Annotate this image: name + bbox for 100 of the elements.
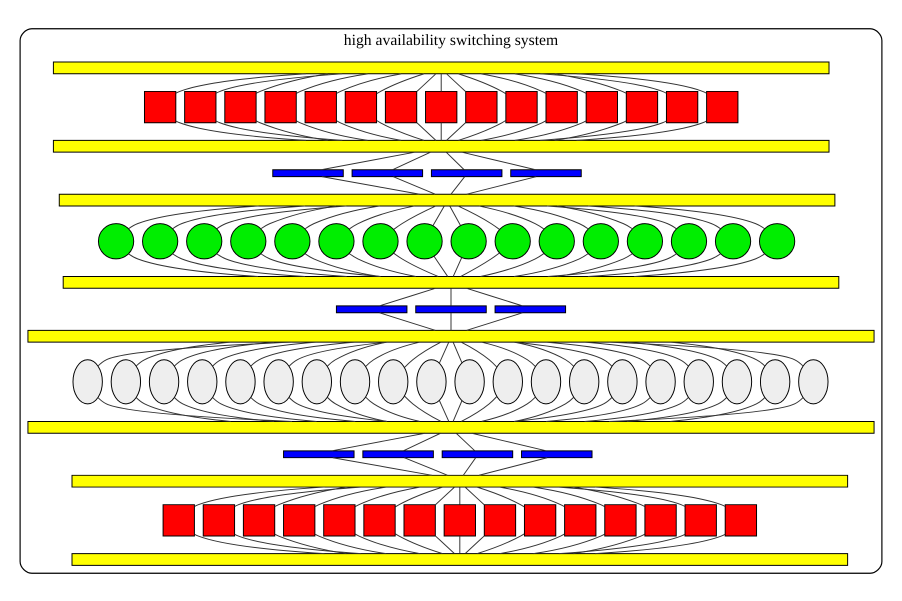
connector (458, 205, 500, 230)
node-box (224, 90, 257, 123)
connector (250, 396, 356, 422)
node-bar (52, 61, 830, 74)
node-ellipse (645, 358, 676, 404)
connector (216, 72, 343, 94)
connector (296, 120, 368, 140)
connector (296, 72, 368, 94)
node-ellipse (225, 358, 256, 404)
node-bar (62, 276, 840, 288)
node-ellipse (302, 358, 332, 404)
node-box (484, 504, 516, 536)
connector (216, 120, 343, 140)
node-ellipse (607, 358, 638, 404)
connector (194, 486, 325, 506)
node-ellipse (569, 358, 600, 404)
connector (546, 205, 677, 229)
node-bar (336, 304, 408, 313)
connector (434, 255, 448, 276)
connector (440, 122, 442, 140)
connector (288, 396, 388, 422)
connector (128, 252, 258, 276)
node-bar (442, 450, 514, 458)
connector (449, 205, 461, 226)
node-box (144, 90, 176, 123)
node-bar (430, 168, 502, 177)
node-bar (72, 474, 848, 488)
connector (331, 432, 426, 451)
connector (395, 532, 443, 554)
connector (349, 252, 416, 276)
node-box (724, 504, 758, 536)
connector (452, 341, 462, 363)
node-box (586, 90, 618, 123)
node-circle (186, 222, 222, 259)
connector (634, 205, 766, 229)
connector (234, 486, 362, 506)
connector (128, 205, 259, 229)
node-circle (98, 222, 134, 259)
connector (514, 396, 612, 422)
node-box (323, 504, 356, 536)
node-ellipse (72, 358, 103, 404)
connector (435, 486, 455, 505)
node-circle (759, 222, 796, 259)
connector (314, 533, 387, 554)
connector (458, 72, 506, 94)
connector (402, 432, 442, 451)
connector (379, 287, 436, 306)
connector (288, 341, 388, 366)
connector (98, 396, 293, 422)
connector (480, 72, 546, 94)
connector (572, 533, 646, 554)
connector (393, 252, 439, 276)
node-circle (626, 222, 664, 259)
connector (514, 252, 588, 276)
node-ellipse (454, 358, 485, 404)
connector (587, 252, 722, 276)
connector (540, 72, 667, 94)
node-ellipse (416, 358, 447, 404)
connector (558, 486, 686, 506)
connector (588, 205, 722, 229)
node-box (283, 504, 316, 536)
connector (608, 396, 804, 422)
node-box (363, 504, 396, 536)
connector (274, 486, 347, 506)
connector (626, 341, 727, 366)
connector (546, 396, 650, 422)
connector (438, 400, 450, 422)
node-circle (450, 222, 487, 259)
connector (327, 341, 388, 366)
node-bar (521, 450, 592, 458)
connector (466, 287, 523, 306)
connector (458, 120, 506, 140)
node-box (524, 504, 556, 536)
node-circle (582, 222, 619, 259)
connector (476, 532, 525, 554)
node-bar (27, 420, 875, 434)
node-box (344, 90, 378, 123)
connector (547, 252, 677, 276)
connector (466, 312, 523, 330)
connector (460, 341, 498, 367)
node-ellipse (378, 358, 408, 404)
node-ellipse (263, 358, 294, 404)
connector (175, 72, 306, 94)
connector (459, 486, 460, 505)
connector (450, 288, 452, 306)
connector (327, 396, 388, 422)
connector (532, 533, 606, 554)
node-box (425, 90, 458, 123)
connector (584, 341, 689, 366)
node-box (684, 504, 717, 536)
connector (466, 176, 537, 194)
node-circle (230, 222, 266, 259)
connector (438, 341, 450, 364)
node-box (242, 504, 276, 536)
node-box (465, 90, 498, 123)
connector (175, 120, 306, 140)
connector (256, 72, 328, 94)
connector (234, 533, 362, 554)
node-ellipse (492, 358, 523, 404)
connector (365, 341, 420, 366)
